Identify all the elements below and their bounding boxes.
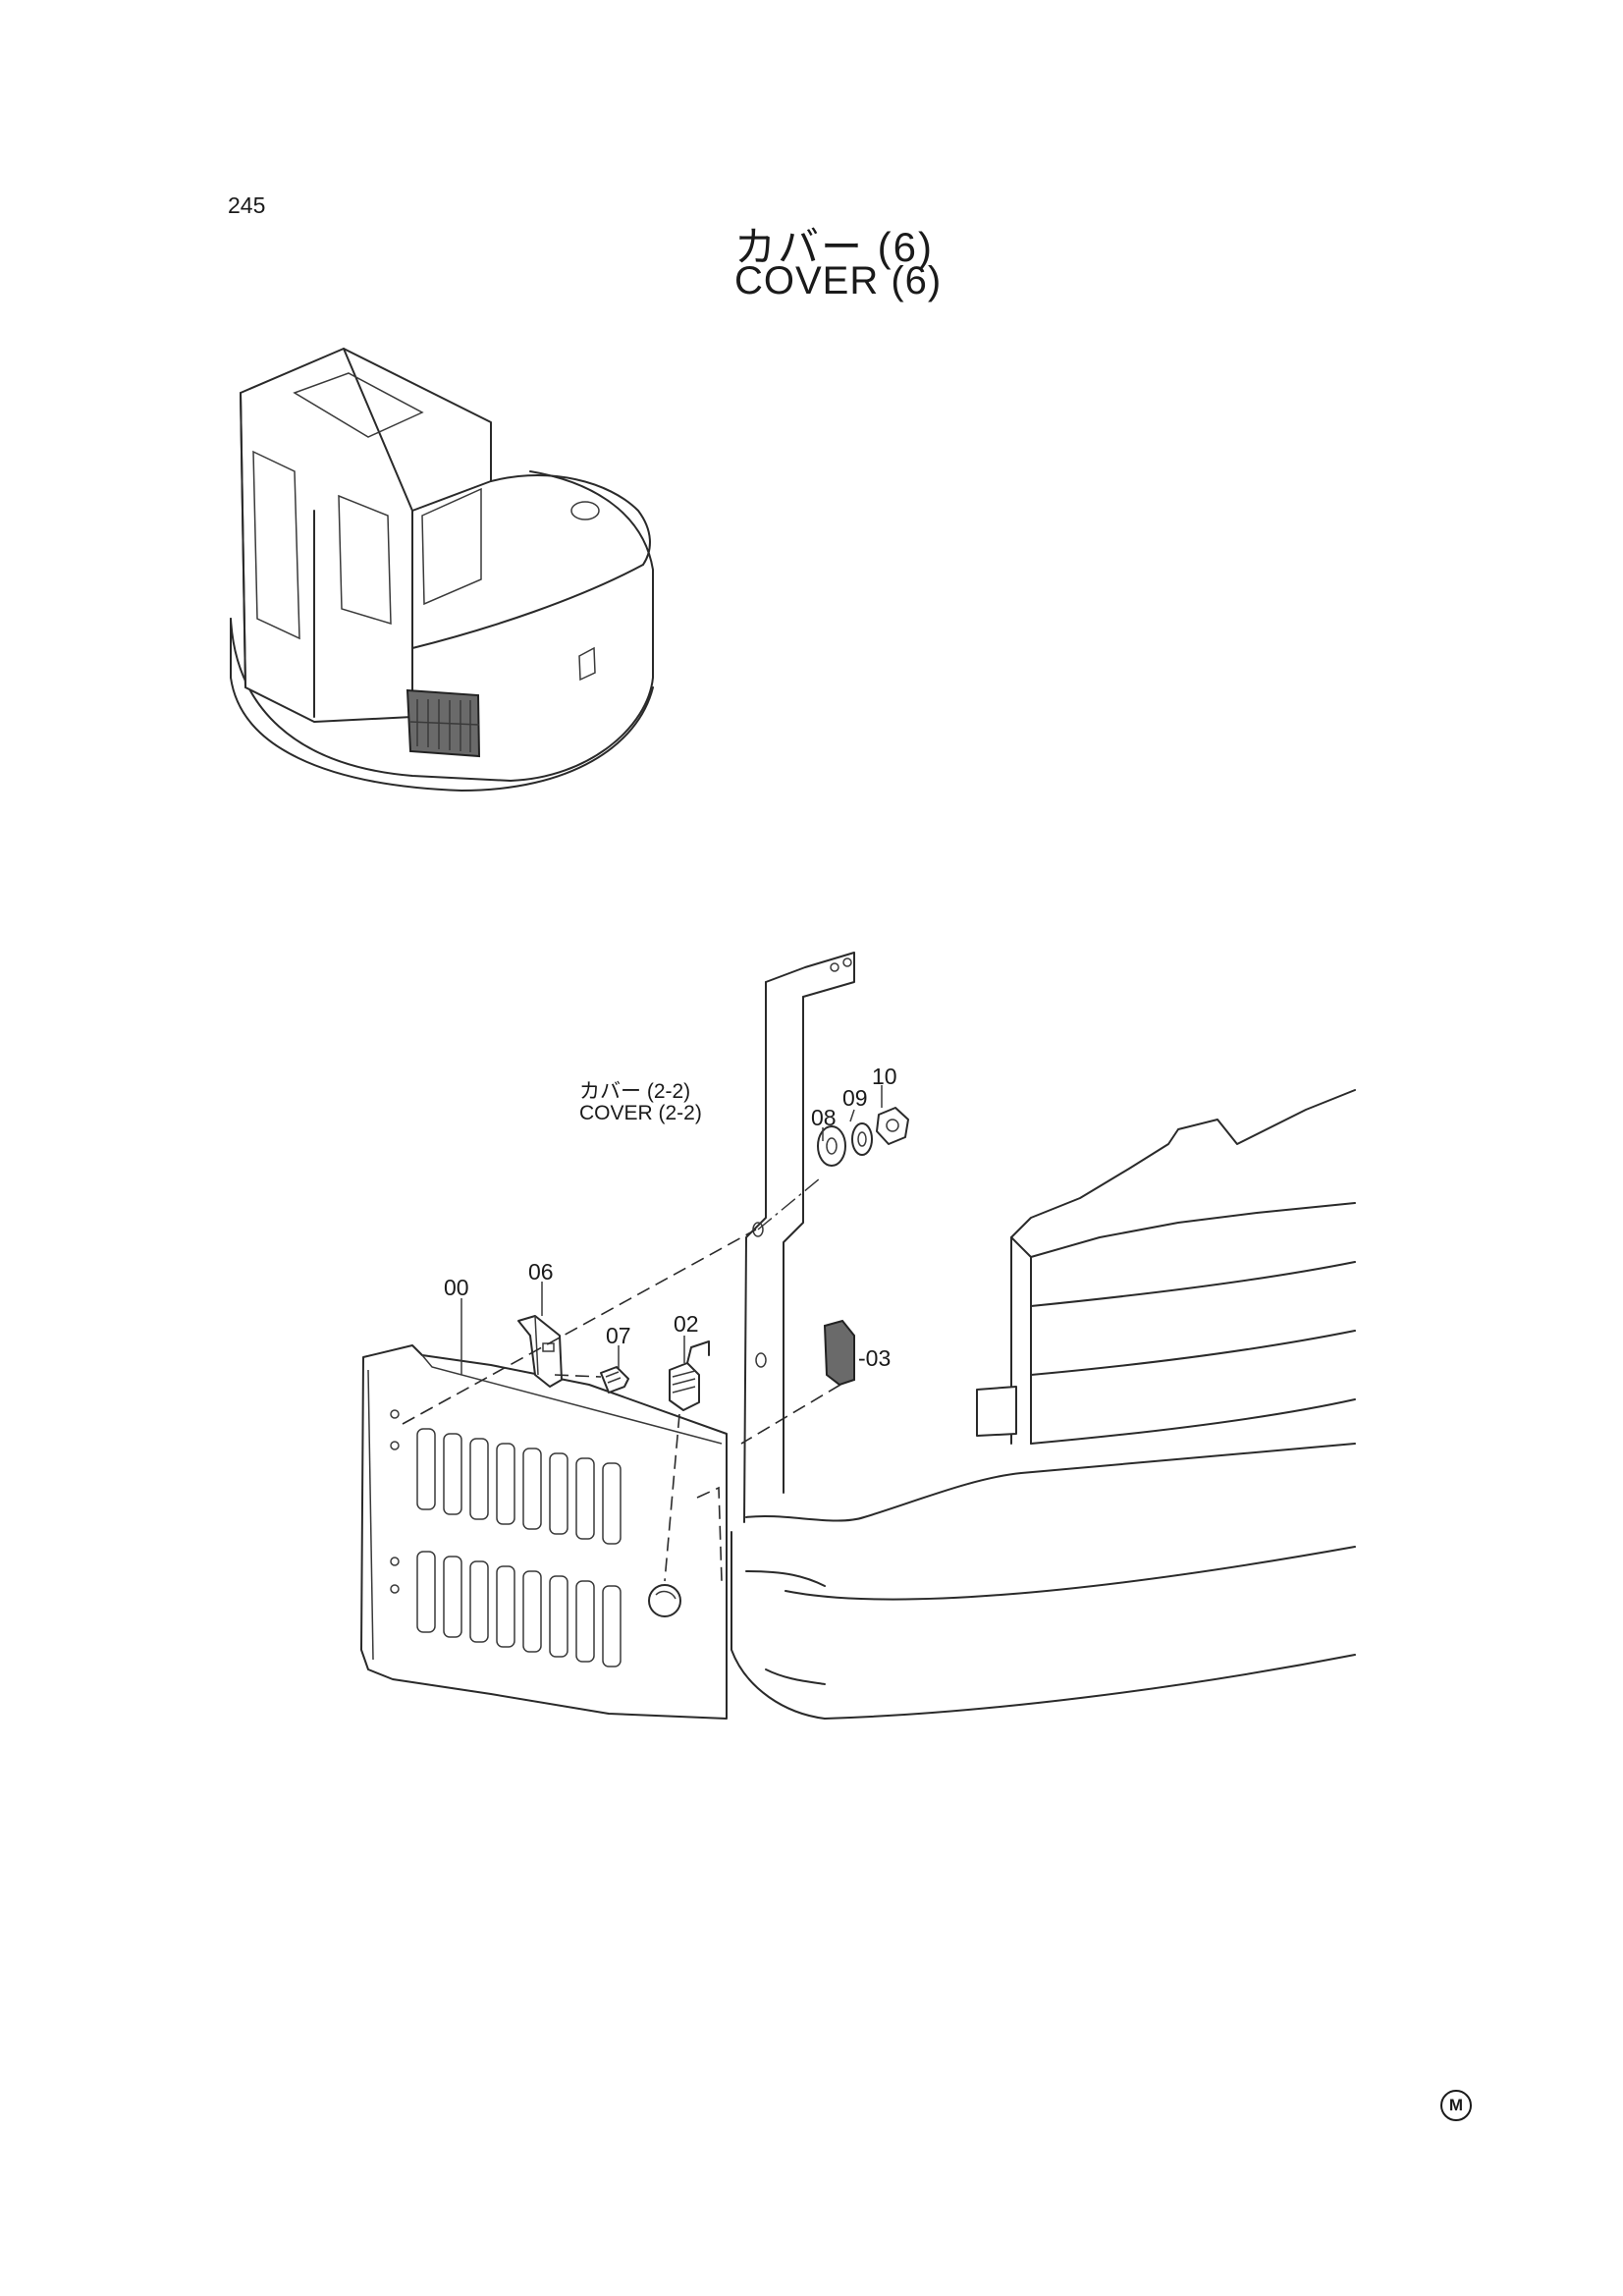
callout-07: 07 (606, 1323, 631, 1348)
reference-label-english: COVER (2-2) (579, 1102, 702, 1124)
callout-06: 06 (528, 1259, 554, 1285)
callout-00: 00 (444, 1275, 469, 1300)
page-title-english: COVER (6) (734, 259, 943, 302)
callout-09: 09 (842, 1085, 868, 1111)
callout-08: 08 (811, 1105, 837, 1130)
catalog-mark: M (1440, 2090, 1472, 2121)
page-title-japanese: カバー (6) (734, 224, 935, 270)
machine-overview (230, 348, 654, 792)
exploded-view (360, 952, 1356, 1720)
callout-10: 10 (872, 1064, 897, 1089)
reference-label-japanese: カバー (2-2) (579, 1080, 691, 1103)
callout-03: -03 (858, 1345, 892, 1371)
page-number: 245 (228, 192, 266, 218)
callout-02: 02 (674, 1311, 699, 1337)
